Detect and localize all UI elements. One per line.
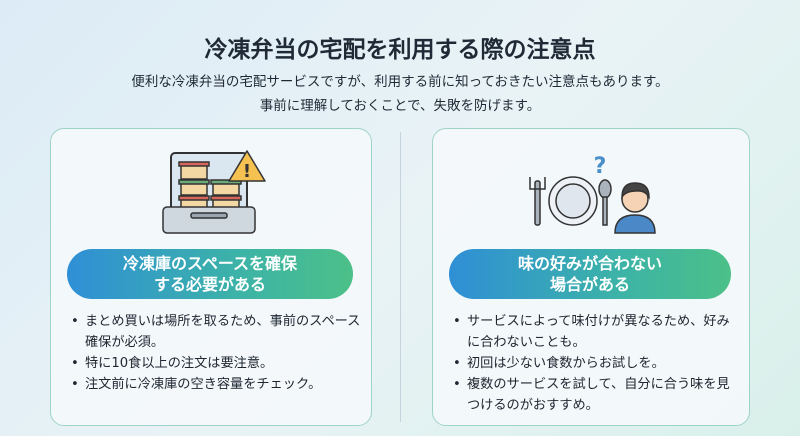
card-taste-mismatch: ? 味の好みが合わない 場合がある サービスによって味付けが異なるため、好みに合… bbox=[432, 128, 750, 426]
subtitle-line-2: 事前に理解しておくことで、失敗を防げます。 bbox=[259, 98, 541, 114]
bullet-item: まとめ買いは場所を取るため、事前のスペース確保が必須。 bbox=[71, 311, 361, 353]
freezer-warning-icon: ! bbox=[51, 143, 371, 239]
bullet-item: 注文前に冷凍庫の空き容量をチェック。 bbox=[71, 374, 361, 395]
heading-line-2: 場合がある bbox=[549, 275, 630, 294]
bullet-item: サービスによって味付けが異なるため、好みに合わないことも。 bbox=[453, 311, 739, 353]
bullet-item: 複数のサービスを試して、自分に合う味を見つけるのがおすすめ。 bbox=[453, 374, 739, 416]
heading-line-2: する必要がある bbox=[153, 275, 266, 294]
heading-line-1: 味の好みが合わない bbox=[517, 254, 662, 273]
bullet-item: 初回は少ない食数からお試しを。 bbox=[453, 353, 739, 374]
bullet-item: 特に10食以上の注文は要注意。 bbox=[71, 353, 361, 374]
divider bbox=[400, 132, 401, 422]
heading-line-1: 冷凍庫のスペースを確保 bbox=[122, 254, 298, 273]
subtitle-line-1: 便利な冷凍弁当の宅配サービスですが、利用する前に知っておきたい注意点もあります。 bbox=[131, 74, 669, 90]
confused-diner-icon: ? bbox=[433, 143, 749, 239]
card-freezer-space: ! 冷凍庫のスペースを確保 する必要がある まとめ買いは場所を取るため、事前のス… bbox=[50, 128, 372, 426]
card-heading: 味の好みが合わない 場合がある bbox=[449, 249, 731, 299]
svg-text:!: ! bbox=[243, 161, 251, 182]
page-title: 冷凍弁当の宅配を利用する際の注意点 bbox=[204, 37, 596, 63]
bullet-list: まとめ買いは場所を取るため、事前のスペース確保が必須。 特に10食以上の注文は要… bbox=[71, 311, 361, 395]
card-heading: 冷凍庫のスペースを確保 する必要がある bbox=[67, 249, 353, 299]
bullet-list: サービスによって味付けが異なるため、好みに合わないことも。 初回は少ない食数から… bbox=[453, 311, 739, 416]
svg-text:?: ? bbox=[594, 154, 607, 179]
